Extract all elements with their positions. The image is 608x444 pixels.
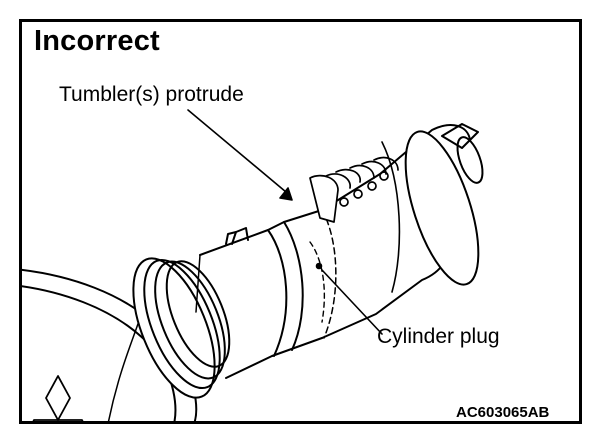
tumbler-leader-line — [187, 109, 287, 193]
tumbler-wafers — [309, 156, 399, 223]
callout-cylinder-plug-label: Cylinder plug — [377, 325, 500, 348]
cylinder-bezel — [132, 257, 231, 399]
figure-title: Incorrect — [34, 25, 160, 57]
callout-tumbler-label: Tumbler(s) protrude — [59, 83, 244, 106]
emblem-icon — [32, 375, 84, 421]
cylinder-plug-body — [195, 209, 323, 379]
key-cylinder-illustration — [22, 109, 484, 421]
leader-lines — [187, 109, 383, 335]
plug-leader-line — [321, 269, 383, 335]
diagram-frame: Incorrect Tumbler(s) protrude Cylinder p… — [19, 19, 582, 424]
figure-code: AC603065AB — [456, 404, 550, 421]
end-cap — [441, 123, 484, 184]
tumbler-housing — [309, 124, 480, 339]
